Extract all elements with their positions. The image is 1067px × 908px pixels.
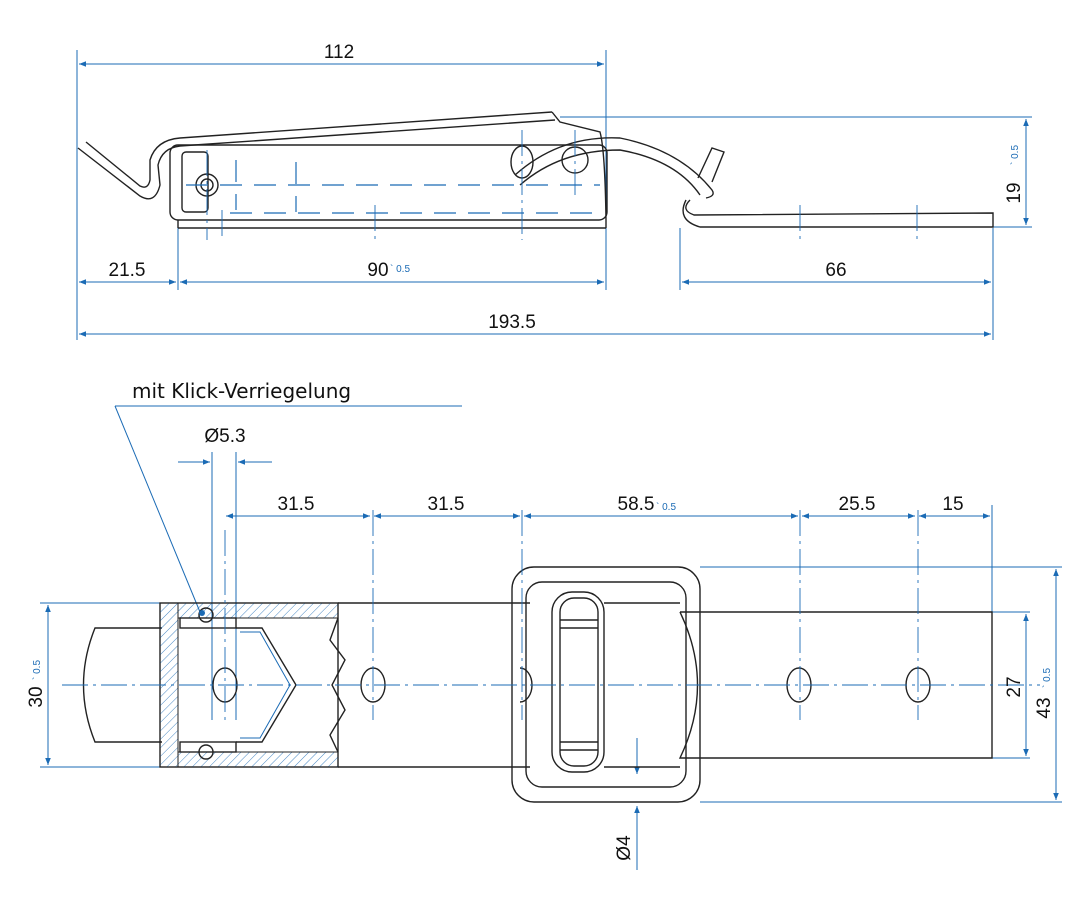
dim-keeper-length: 66	[825, 260, 846, 281]
dim-height: 19	[1004, 182, 1025, 203]
dim-left-offset: 21.5	[109, 260, 146, 281]
dim-total-length: 193.5	[488, 312, 536, 333]
dim-keeper-width: 27	[1004, 676, 1025, 697]
dim-pitch-3-tol: ` 0.5	[656, 501, 676, 513]
dim-base-width-tol: ` 0.5	[31, 660, 43, 680]
side-view: 112 21.5 90 ` 0.5 66 193.5 19 ` 0.5	[76, 42, 1032, 340]
dim-overall-width-plan: 43	[1034, 697, 1055, 718]
dim-hole-spacing-tol: ` 0.5	[390, 263, 410, 275]
dim-pitch-3: 58.5	[618, 494, 655, 515]
dim-hole-spacing: 90	[367, 260, 388, 281]
dimension-lines	[79, 61, 1029, 337]
dim-pitch-4: 25.5	[839, 494, 876, 515]
dim-pitch-1: 31.5	[278, 494, 315, 515]
plan-view: mit Klick-Verriegelung	[26, 379, 1062, 870]
note-click-lock: mit Klick-Verriegelung	[132, 379, 351, 403]
dim-wire-diameter: Ø4	[614, 835, 635, 861]
dim-overall-width: 112	[324, 42, 354, 63]
dim-height-tol: ` 0.5	[1009, 145, 1021, 165]
dim-pitch-2: 31.5	[428, 494, 465, 515]
latch-body-plan	[62, 510, 1040, 803]
extension-lines	[76, 50, 1032, 340]
plan-extension-lines	[40, 452, 1062, 803]
dim-hole-diameter: Ø5.3	[204, 426, 245, 447]
latch-body-side	[77, 111, 994, 240]
dim-overall-width-plan-tol: ` 0.5	[1041, 668, 1053, 688]
dim-end-offset: 15	[942, 494, 963, 515]
plan-dimension-lines	[45, 459, 1059, 870]
dim-base-width: 30	[26, 686, 47, 707]
